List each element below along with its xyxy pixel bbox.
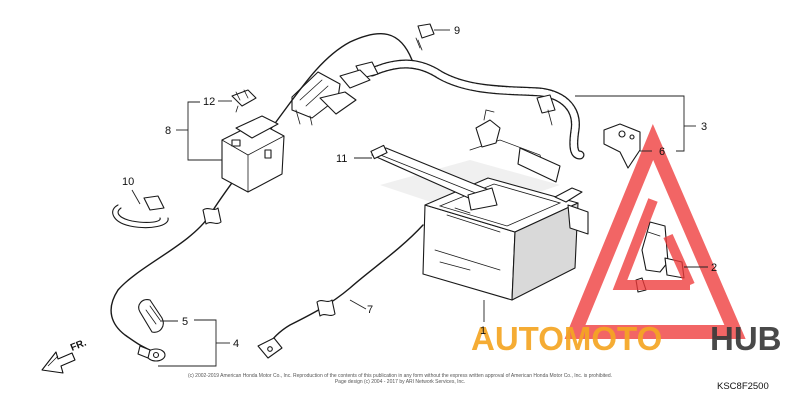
- front-arrow-icon: [41, 351, 76, 374]
- front-direction-marker: FR.: [41, 337, 88, 374]
- diagram-code: KSC8F2500: [717, 381, 769, 392]
- callout-6: 6: [659, 146, 665, 158]
- callout-7: 7: [367, 304, 373, 316]
- watermark-text-part2: HUB: [710, 320, 782, 357]
- watermark-logo: [564, 123, 746, 339]
- copyright-line-1: (c) 2002-2019 American Honda Motor Co., …: [187, 373, 613, 379]
- callout-12: 12: [203, 96, 215, 108]
- negative-cable: [110, 32, 413, 362]
- terminal-cover: [603, 123, 641, 169]
- callout-9: 9: [454, 25, 460, 37]
- callout-2: 2: [711, 262, 717, 274]
- watermark-text: AUTOMOTO HUB: [471, 320, 782, 357]
- callout-4: 4: [233, 338, 239, 350]
- copyright-notice: (c) 2002-2019 American Honda Motor Co., …: [0, 373, 800, 385]
- cable-band: [112, 195, 169, 229]
- battery-band: [370, 144, 498, 211]
- battery-case: [469, 109, 561, 183]
- copyright-line-2: Page design (c) 2004 - 2017 by ARI Netwo…: [334, 379, 466, 385]
- callout-1: 1: [480, 325, 486, 337]
- callout-10: 10: [122, 176, 134, 188]
- starter-relay: [221, 115, 285, 193]
- terminal-boot: [138, 299, 164, 333]
- callout-8: 8: [165, 125, 171, 137]
- callout-5: 5: [182, 316, 188, 328]
- callout-labels: 1 2 3 4 5 6 7 8 9 10 11 12: [122, 25, 717, 350]
- bolt: [415, 23, 435, 51]
- watermark-text-part1: AUTOMOTO: [471, 320, 662, 357]
- main-harness: [355, 59, 585, 160]
- positive-cable: [257, 224, 424, 359]
- leader-lines: [131, 29, 708, 367]
- relay-connector: [231, 89, 257, 113]
- callout-3: 3: [701, 121, 707, 133]
- front-label: FR.: [69, 337, 88, 353]
- callout-11: 11: [336, 153, 347, 165]
- connector-cluster: [291, 69, 371, 126]
